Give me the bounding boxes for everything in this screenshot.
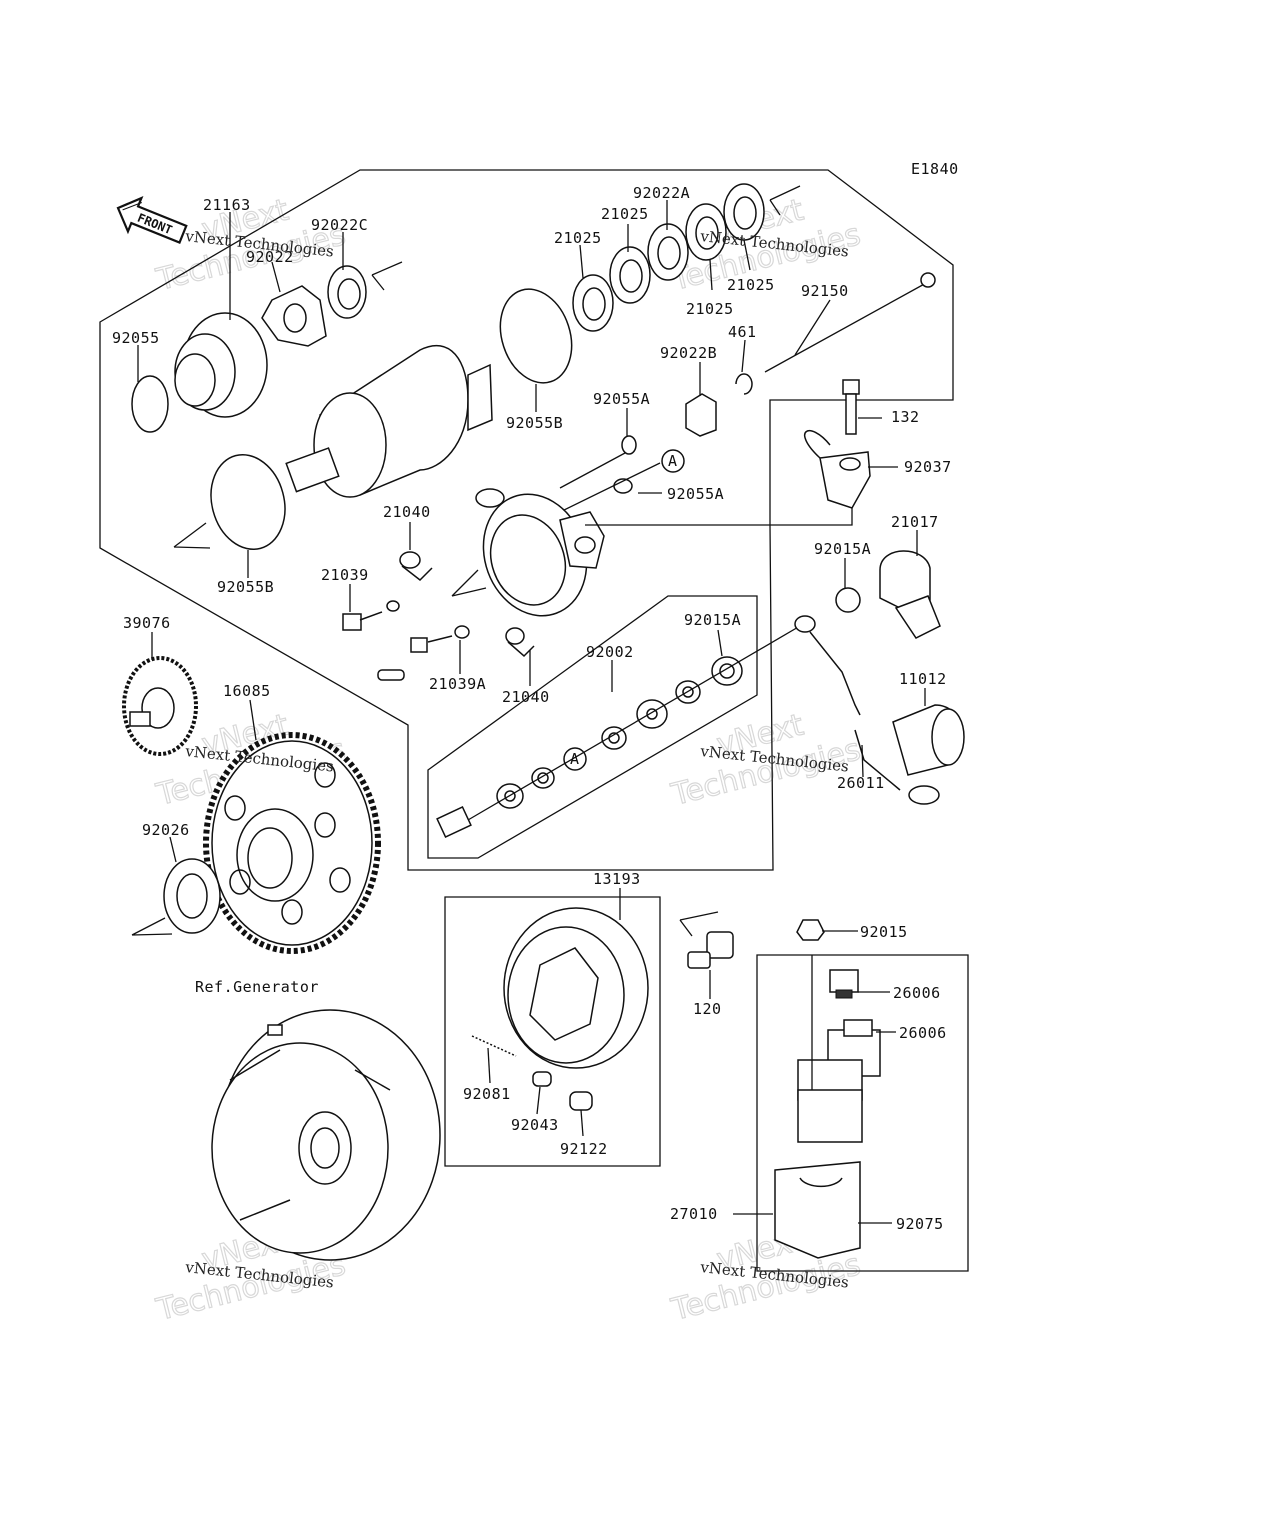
label-92055a-1: 92055A	[593, 390, 650, 408]
roller-92122	[569, 1091, 593, 1111]
brush-21039	[342, 600, 400, 631]
leader-arrow	[173, 522, 211, 549]
label-92055b-top: 92055B	[506, 414, 563, 432]
leader-arrow	[679, 911, 719, 937]
terminal-kit-items	[436, 625, 801, 838]
label-ref-generator: Ref.Generator	[195, 978, 319, 996]
label-13193: 13193	[593, 870, 641, 888]
label-92015: 92015	[860, 923, 908, 941]
label-92122: 92122	[560, 1140, 608, 1158]
nut-92015a-1	[835, 587, 861, 613]
label-132: 132	[891, 408, 920, 426]
label-92026: 92026	[142, 821, 190, 839]
relay-kit-frame	[756, 954, 969, 1272]
leader-arrow	[131, 917, 173, 936]
label-21025-b: 21025	[601, 205, 649, 223]
label-26006-b: 26006	[899, 1024, 947, 1042]
label-16085: 16085	[223, 682, 271, 700]
brush-21039a	[377, 625, 470, 681]
starter-clutch-13193	[503, 907, 649, 1069]
o-ring-92055b-top	[499, 288, 573, 384]
cap-11012	[892, 704, 965, 776]
bolt-132	[842, 379, 860, 435]
label-461: 461	[728, 323, 757, 341]
ref-marker-a-top: A	[661, 449, 685, 473]
bushing-21040-b	[505, 627, 535, 658]
leader-arrow	[451, 569, 487, 597]
label-92055: 92055	[112, 329, 160, 347]
leader-line	[559, 452, 626, 489]
ref-marker-label: A	[570, 750, 580, 768]
lock-plate-92022	[261, 285, 327, 347]
label-21025-a: 21025	[554, 229, 602, 247]
label-21040-a: 21040	[383, 503, 431, 521]
label-92002: 92002	[586, 643, 634, 661]
label-92022a: 92022A	[633, 184, 690, 202]
washer-stack	[572, 183, 765, 332]
label-92055b-bottom: 92055B	[217, 578, 274, 596]
gear-16085	[203, 732, 381, 954]
label-27010: 27010	[670, 1205, 718, 1223]
label-92022b: 92022B	[660, 344, 717, 362]
bushing-21040-a	[399, 551, 433, 581]
o-ring-92055a-1	[621, 435, 637, 455]
o-ring-92055	[131, 375, 169, 433]
front-arrow-icon: FRONT	[116, 196, 188, 244]
leader-line	[559, 462, 661, 513]
clutch-kit-frame	[444, 896, 661, 1167]
through-bolt-92150	[764, 272, 936, 373]
bracket-92037	[804, 429, 871, 509]
label-120: 120	[693, 1000, 722, 1018]
cable-26011	[794, 615, 940, 805]
label-11012: 11012	[899, 670, 947, 688]
relay-kit-items	[774, 919, 881, 1259]
washer-92022c	[327, 265, 367, 319]
diagram-code: E1840	[911, 160, 959, 178]
ref-marker-label: A	[668, 452, 678, 470]
label-92022: 92022	[246, 248, 294, 266]
cap-21017	[879, 550, 941, 639]
label-21025-c: 21025	[686, 300, 734, 318]
terminal-kit-frame	[427, 595, 758, 859]
plunger-92043	[532, 1071, 552, 1087]
part-labels: 21163 92022C 92022 92055 92055B 92055B 2…	[112, 184, 952, 1233]
label-92015a-1: 92015A	[814, 540, 871, 558]
label-92150: 92150	[801, 282, 849, 300]
label-92075: 92075	[896, 1215, 944, 1233]
label-92043: 92043	[511, 1116, 559, 1134]
plate-92022b	[685, 393, 717, 437]
label-21040-b: 21040	[502, 688, 550, 706]
label-92022c: 92022C	[311, 216, 368, 234]
ref-marker-a-bottom: A	[563, 747, 587, 771]
label-92055a-2: 92055A	[667, 485, 724, 503]
label-21025-d: 21025	[727, 276, 775, 294]
leader-arrow	[371, 261, 403, 291]
generator-rotor	[211, 1009, 441, 1261]
label-21039a: 21039A	[429, 675, 486, 693]
gear-120	[687, 931, 734, 969]
end-cover-21163	[174, 312, 268, 418]
gear-39076	[122, 656, 198, 756]
o-ring-92055b-bottom	[210, 453, 286, 551]
label-92037: 92037	[904, 458, 952, 476]
main-assembly-frame	[99, 169, 954, 871]
label-leaders	[137, 200, 926, 1224]
leader-line	[585, 508, 853, 526]
armature-yoke	[285, 344, 493, 498]
label-21039: 21039	[321, 566, 369, 584]
leader-arrow	[769, 185, 801, 216]
label-26011: 26011	[837, 774, 885, 792]
label-92081: 92081	[463, 1085, 511, 1103]
front-housing	[475, 488, 605, 617]
label-39076: 39076	[123, 614, 171, 632]
label-26006-a: 26006	[893, 984, 941, 1002]
spring-92081	[471, 1035, 517, 1057]
washer-92026	[163, 858, 221, 934]
circlip-461	[735, 373, 753, 395]
label-92015a-2: 92015A	[684, 611, 741, 629]
label-21017: 21017	[891, 513, 939, 531]
label-21163: 21163	[203, 196, 251, 214]
